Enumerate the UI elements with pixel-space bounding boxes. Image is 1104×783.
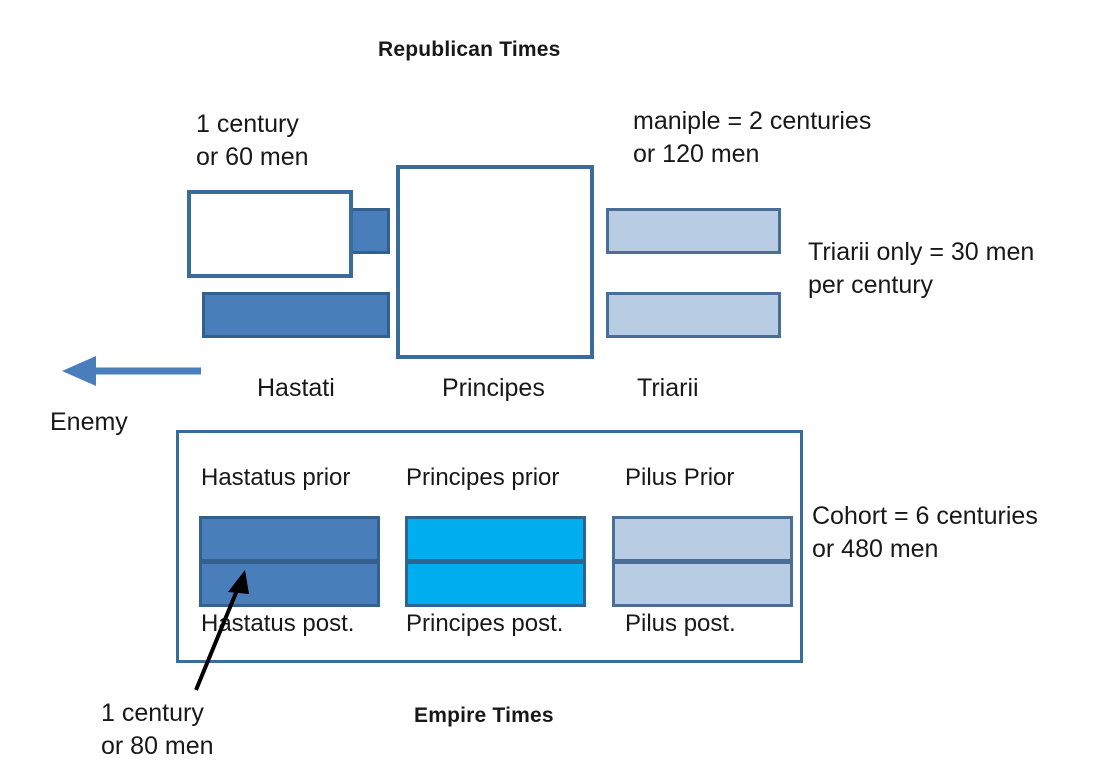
empire-label-pilus-post: Pilus post. bbox=[625, 610, 736, 637]
empire-label-pilus-prior: Pilus Prior bbox=[625, 464, 735, 491]
block-hastatus-prior bbox=[199, 516, 380, 562]
unit-label-principes: Principes bbox=[442, 374, 545, 402]
empire-label-principes-post: Principes post. bbox=[406, 610, 564, 637]
century-note-empire: 1 century or 80 men bbox=[101, 699, 214, 760]
cohort-note: Cohort = 6 centuries or 480 men bbox=[812, 502, 1038, 563]
block-triarii-century-1 bbox=[606, 208, 781, 254]
block-principes-prior bbox=[405, 516, 586, 562]
enemy-label: Enemy bbox=[50, 408, 128, 436]
empire-label-hastatus-prior: Hastatus prior bbox=[201, 464, 351, 491]
block-pilus-post bbox=[612, 561, 793, 607]
unit-label-hastati: Hastati bbox=[257, 374, 335, 402]
century-note-republican: 1 century or 60 men bbox=[196, 110, 309, 171]
empire-times-title: Empire Times bbox=[414, 704, 554, 727]
block-pilus-prior bbox=[612, 516, 793, 562]
block-triarii-century-2 bbox=[606, 292, 781, 338]
unit-label-triarii: Triarii bbox=[637, 374, 699, 402]
republican-times-title: Republican Times bbox=[378, 38, 561, 61]
cohort-outline-box bbox=[176, 430, 803, 663]
triarii-note: Triarii only = 30 men per century bbox=[808, 238, 1035, 299]
empire-label-principes-prior: Principes prior bbox=[406, 464, 560, 491]
maniple-outline-box bbox=[396, 165, 594, 359]
century-outline-box bbox=[187, 190, 353, 278]
maniple-note: maniple = 2 centuries or 120 men bbox=[633, 107, 872, 168]
block-hastati-century-2 bbox=[202, 292, 390, 338]
block-principes-post bbox=[405, 561, 586, 607]
enemy-arrow-icon bbox=[62, 356, 201, 386]
